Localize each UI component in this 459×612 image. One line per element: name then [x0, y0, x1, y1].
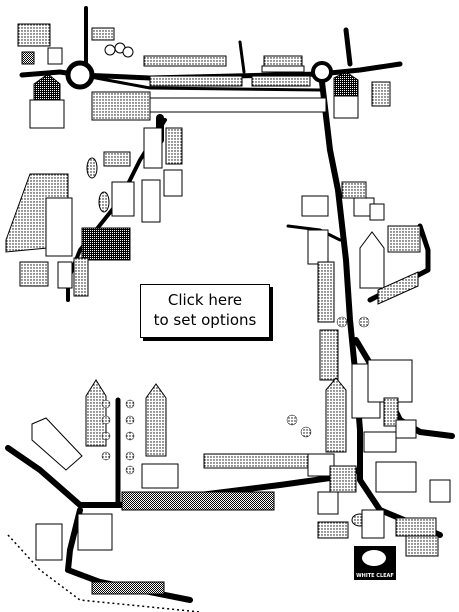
building: [91, 27, 115, 41]
buildings: [5, 23, 451, 595]
building: [333, 95, 359, 119]
building: [165, 127, 183, 165]
building: [263, 55, 303, 67]
building: [81, 227, 131, 261]
building: [371, 81, 391, 107]
building: [319, 329, 339, 381]
building: [145, 383, 167, 457]
building: [47, 47, 63, 65]
tree: [122, 46, 134, 58]
building: [163, 169, 183, 197]
building: [361, 509, 385, 539]
tree: [104, 44, 116, 56]
roundabout-east: [311, 61, 333, 83]
building: [17, 23, 51, 47]
building: [203, 453, 309, 469]
building: [149, 97, 327, 113]
building: [19, 261, 49, 287]
tree: [86, 157, 98, 179]
building: [91, 91, 151, 121]
building: [429, 479, 451, 503]
leaf-icon: [362, 550, 386, 566]
building: [29, 99, 65, 129]
building: [329, 465, 357, 493]
building: [369, 203, 385, 221]
building: [301, 195, 329, 217]
building: [149, 75, 243, 87]
building: [35, 523, 63, 561]
building: [31, 417, 83, 471]
building: [317, 261, 335, 323]
building: [73, 257, 89, 297]
building: [103, 151, 131, 167]
building: [143, 127, 163, 169]
building: [359, 231, 385, 289]
building: [45, 197, 73, 257]
roundabout-west: [65, 60, 95, 90]
building: [367, 359, 413, 403]
building: [383, 397, 399, 427]
building: [251, 75, 311, 87]
building: [341, 181, 367, 199]
building: [387, 225, 421, 253]
building: [363, 431, 397, 453]
building: [143, 55, 227, 67]
building: [77, 513, 113, 551]
building: [121, 491, 275, 511]
building: [307, 229, 329, 265]
building: [317, 521, 349, 539]
building: [57, 261, 73, 289]
building: [317, 491, 339, 515]
road-ne-2: [238, 40, 246, 74]
logo-text: WHITE CLEAF: [356, 573, 394, 579]
building: [21, 51, 35, 65]
building: [261, 65, 305, 73]
building: [111, 181, 135, 217]
tree-row: [101, 316, 370, 475]
building: [377, 271, 419, 305]
options-line2: to set options: [153, 311, 257, 329]
building: [375, 461, 417, 493]
road-east: [319, 79, 443, 538]
brand-logo: WHITE CLEAF: [354, 546, 396, 580]
building: [405, 535, 439, 557]
building: [395, 419, 417, 439]
tree: [98, 191, 110, 213]
road-north-2: [78, 73, 322, 92]
building: [307, 453, 335, 477]
road-ne: [343, 27, 353, 67]
building: [141, 179, 161, 223]
building: [91, 581, 165, 595]
options-line1: Click here: [167, 291, 243, 309]
building: [325, 377, 347, 453]
building: [395, 517, 437, 537]
set-options-button[interactable]: Click here to set options: [140, 284, 270, 338]
building: [141, 463, 179, 489]
